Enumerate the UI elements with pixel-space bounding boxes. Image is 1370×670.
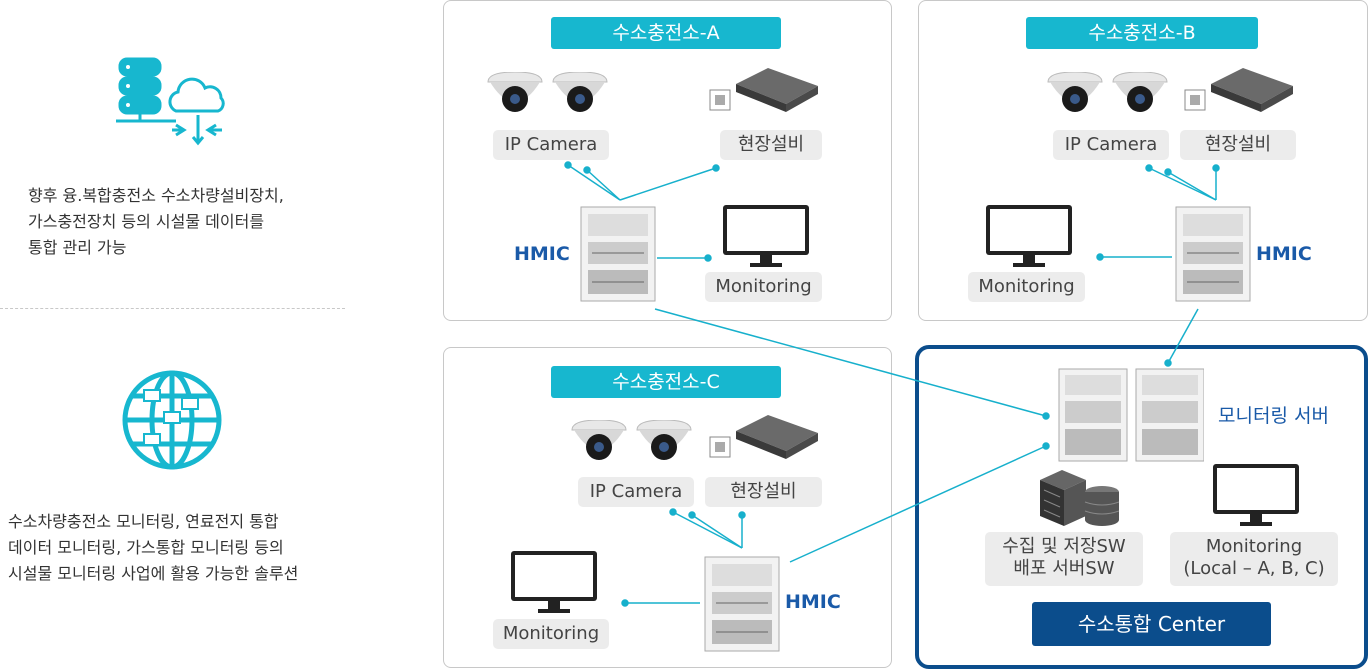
database-server-icon	[1036, 466, 1122, 530]
sw-label-line1: 수집 및 저장SW	[1002, 536, 1126, 557]
field-device-label: 현장설비	[720, 130, 822, 160]
divider	[0, 308, 345, 309]
sw-label-line2: 배포 서버SW	[1013, 558, 1115, 579]
monitor-icon	[722, 204, 810, 268]
center-monitoring-line1: Monitoring	[1205, 536, 1303, 557]
center-button[interactable]: 수소통합 Center	[1032, 602, 1271, 646]
ip-camera-label: IP Camera	[1053, 130, 1169, 160]
desc2-line2: 데이터 모니터링, 가스통합 모니터링 등의	[8, 538, 284, 557]
monitoring-server-icon	[1058, 368, 1205, 462]
ip-camera-label: IP Camera	[578, 477, 694, 507]
left-description-2: 수소차량충전소 모니터링, 연료전지 통합 데이터 모니터링, 가스통합 모니터…	[8, 509, 298, 587]
hmic-cabinet-icon	[704, 556, 780, 652]
field-device-label: 현장설비	[705, 477, 822, 507]
monitoring-label: Monitoring	[493, 619, 609, 649]
desc2-line3: 시설물 모니터링 사업에 활용 가능한 솔루션	[8, 564, 299, 583]
ip-camera-icon	[569, 419, 695, 470]
monitoring-server-label: 모니터링 서버	[1218, 405, 1329, 427]
center-monitoring-label: Monitoring (Local – A, B, C)	[1170, 532, 1338, 586]
monitoring-label: Monitoring	[968, 272, 1085, 302]
field-device-icon	[708, 413, 820, 463]
desc1-line2: 가스충전장치 등의 시설물 데이터를	[28, 212, 265, 231]
globe-network-icon	[120, 368, 225, 473]
desc1-line3: 통합 관리 가능	[28, 238, 127, 257]
ip-camera-icon	[485, 71, 611, 122]
ip-camera-label: IP Camera	[493, 130, 609, 160]
monitor-icon	[985, 204, 1073, 268]
station-a-panel	[443, 0, 892, 321]
server-cloud-icon	[110, 55, 230, 150]
hmic-label: HMIC	[1256, 243, 1312, 265]
center-monitoring-line2: (Local – A, B, C)	[1183, 558, 1325, 579]
station-b-title: 수소충전소-B	[1026, 17, 1258, 49]
desc2-line1: 수소차량충전소 모니터링, 연료전지 통합	[8, 512, 279, 531]
station-a-title: 수소충전소-A	[551, 17, 781, 49]
station-b-panel	[918, 0, 1368, 321]
field-device-label: 현장설비	[1180, 130, 1296, 160]
field-device-icon	[1183, 66, 1295, 116]
hmic-cabinet-icon	[580, 206, 656, 302]
ip-camera-icon	[1045, 71, 1171, 122]
left-description-1: 향후 융.복합충전소 수소차량설비장치, 가스충전장치 등의 시설물 데이터를 …	[28, 183, 284, 261]
monitor-icon	[1212, 463, 1300, 527]
monitoring-label: Monitoring	[705, 272, 822, 302]
station-c-title: 수소충전소-C	[551, 366, 781, 398]
monitor-icon	[510, 550, 598, 614]
desc1-line1: 향후 융.복합충전소 수소차량설비장치,	[28, 186, 284, 205]
hmic-label: HMIC	[514, 243, 570, 265]
sw-label: 수집 및 저장SW 배포 서버SW	[985, 532, 1143, 586]
hmic-label: HMIC	[785, 591, 841, 613]
field-device-icon	[708, 66, 820, 116]
hmic-cabinet-icon	[1175, 206, 1251, 302]
